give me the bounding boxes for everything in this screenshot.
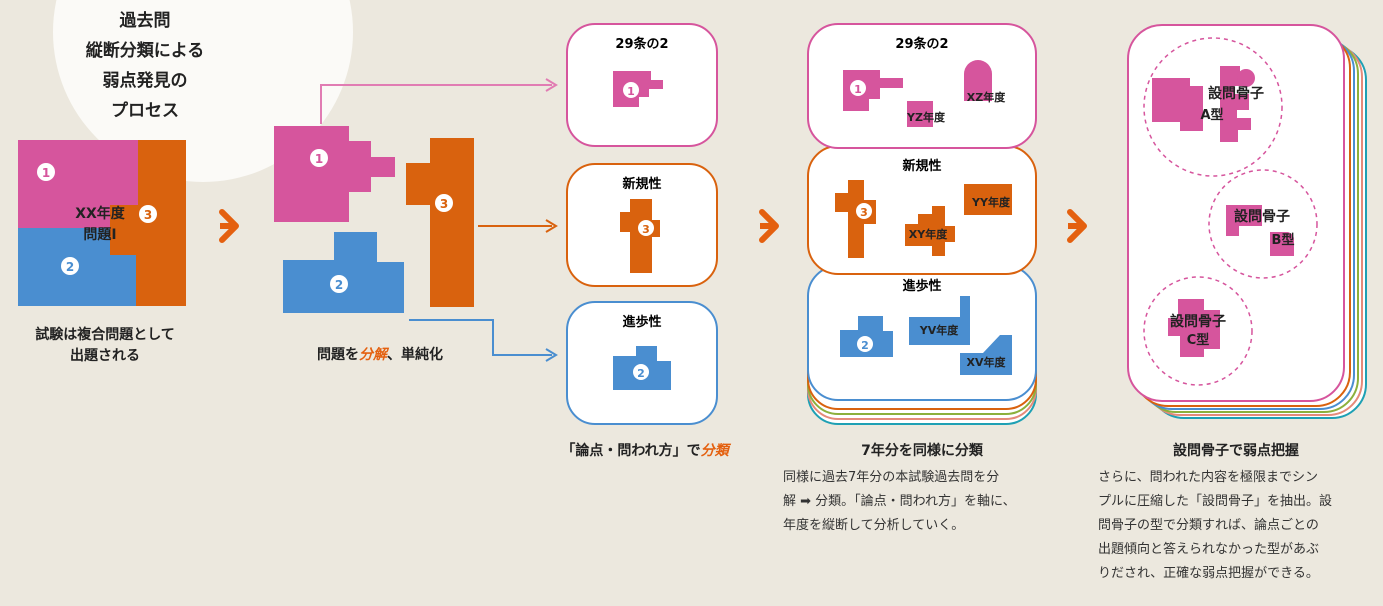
type-c-circle [1143,276,1253,386]
svg-text:2: 2 [637,367,645,380]
svg-text:進歩性: 進歩性 [622,314,661,330]
problem-year-label: XX年度 [75,205,126,222]
svg-text:1: 1 [854,83,862,96]
svg-text:A型: A型 [1200,107,1223,123]
problem-number-label: 問題I [83,227,116,243]
svg-text:3: 3 [144,208,152,222]
skeleton-stack: 設問骨子 A型 設問骨子 B型 設問骨子 C型 [1127,24,1367,419]
svg-text:XZ年度: XZ年度 [967,90,1006,104]
svg-text:XV年度: XV年度 [967,355,1007,369]
svg-text:2: 2 [335,278,343,292]
svg-text:YV年度: YV年度 [919,323,959,337]
svg-text:3: 3 [440,197,448,211]
number-1-icon [37,163,55,181]
svg-text:3: 3 [860,206,868,219]
svg-text:1: 1 [315,152,323,166]
stacked-year-boxes: 進歩性 2 YV年度 XV年度 新規性 3 XY年度 YY年度 29条の2 1 … [807,23,1037,425]
svg-text:YZ年度: YZ年度 [906,110,946,124]
svg-text:新規性: 新規性 [902,158,941,174]
svg-text:2: 2 [861,339,869,352]
connector-pink [320,84,552,124]
svg-text:3: 3 [642,223,650,236]
svg-text:新規性: 新規性 [622,176,661,192]
svg-text:29条の2: 29条の2 [615,36,668,52]
type-a-circle [1143,37,1283,177]
svg-text:進歩性: 進歩性 [902,278,941,294]
svg-text:29条の2: 29条の2 [895,36,948,52]
type-b-circle [1208,169,1318,279]
svg-text:1: 1 [627,85,635,98]
step1-caption: 試験は複合問題として 出題される [35,327,175,364]
classification-box-29: 29条の2 1 [566,23,718,147]
svg-text:B型: B型 [1272,232,1295,248]
svg-text:設問骨子: 設問骨子 [1208,85,1264,102]
number-3-icon [139,205,157,223]
svg-text:C型: C型 [1187,332,1210,348]
classification-box-novelty: 新規性 3 [566,163,718,287]
step4-caption-body: 同様に過去7年分の本試験過去問を分 解 ➡ 分類。「論点・問われ方」を軸に、 年… [783,470,1016,533]
step5-caption-title: 設問骨子で弱点把握 [1173,443,1299,459]
svg-text:XY年度: XY年度 [909,227,948,241]
number-2-icon [61,257,79,275]
composite-problem: 1 2 3 XX年度 問題I [18,140,186,306]
svg-text:YY年度: YY年度 [971,195,1011,209]
step4-caption-title: 7年分を同様に分類 [861,443,983,459]
year-box-29 [807,23,1037,149]
svg-text:設問骨子: 設問骨子 [1234,208,1290,225]
step3-caption: 「論点・問われ方」で分類 [561,443,729,459]
classification-box-inventive-step: 進歩性 2 [566,301,718,425]
step5-caption-body: さらに、問われた内容を極限までシン プルに圧縮した「設問骨子」を抽出。設 問骨子… [1098,470,1333,581]
intro-title: 過去問 縦断分類による 弱点発見の プロセス [85,11,205,121]
svg-text:2: 2 [66,260,74,274]
svg-text:設問骨子: 設問骨子 [1170,313,1226,330]
svg-text:1: 1 [42,166,50,180]
decomposed-pieces: 1 2 3 [274,126,474,313]
step2-caption: 問題を分解、単純化 [317,347,443,363]
connector-blue [409,319,552,356]
